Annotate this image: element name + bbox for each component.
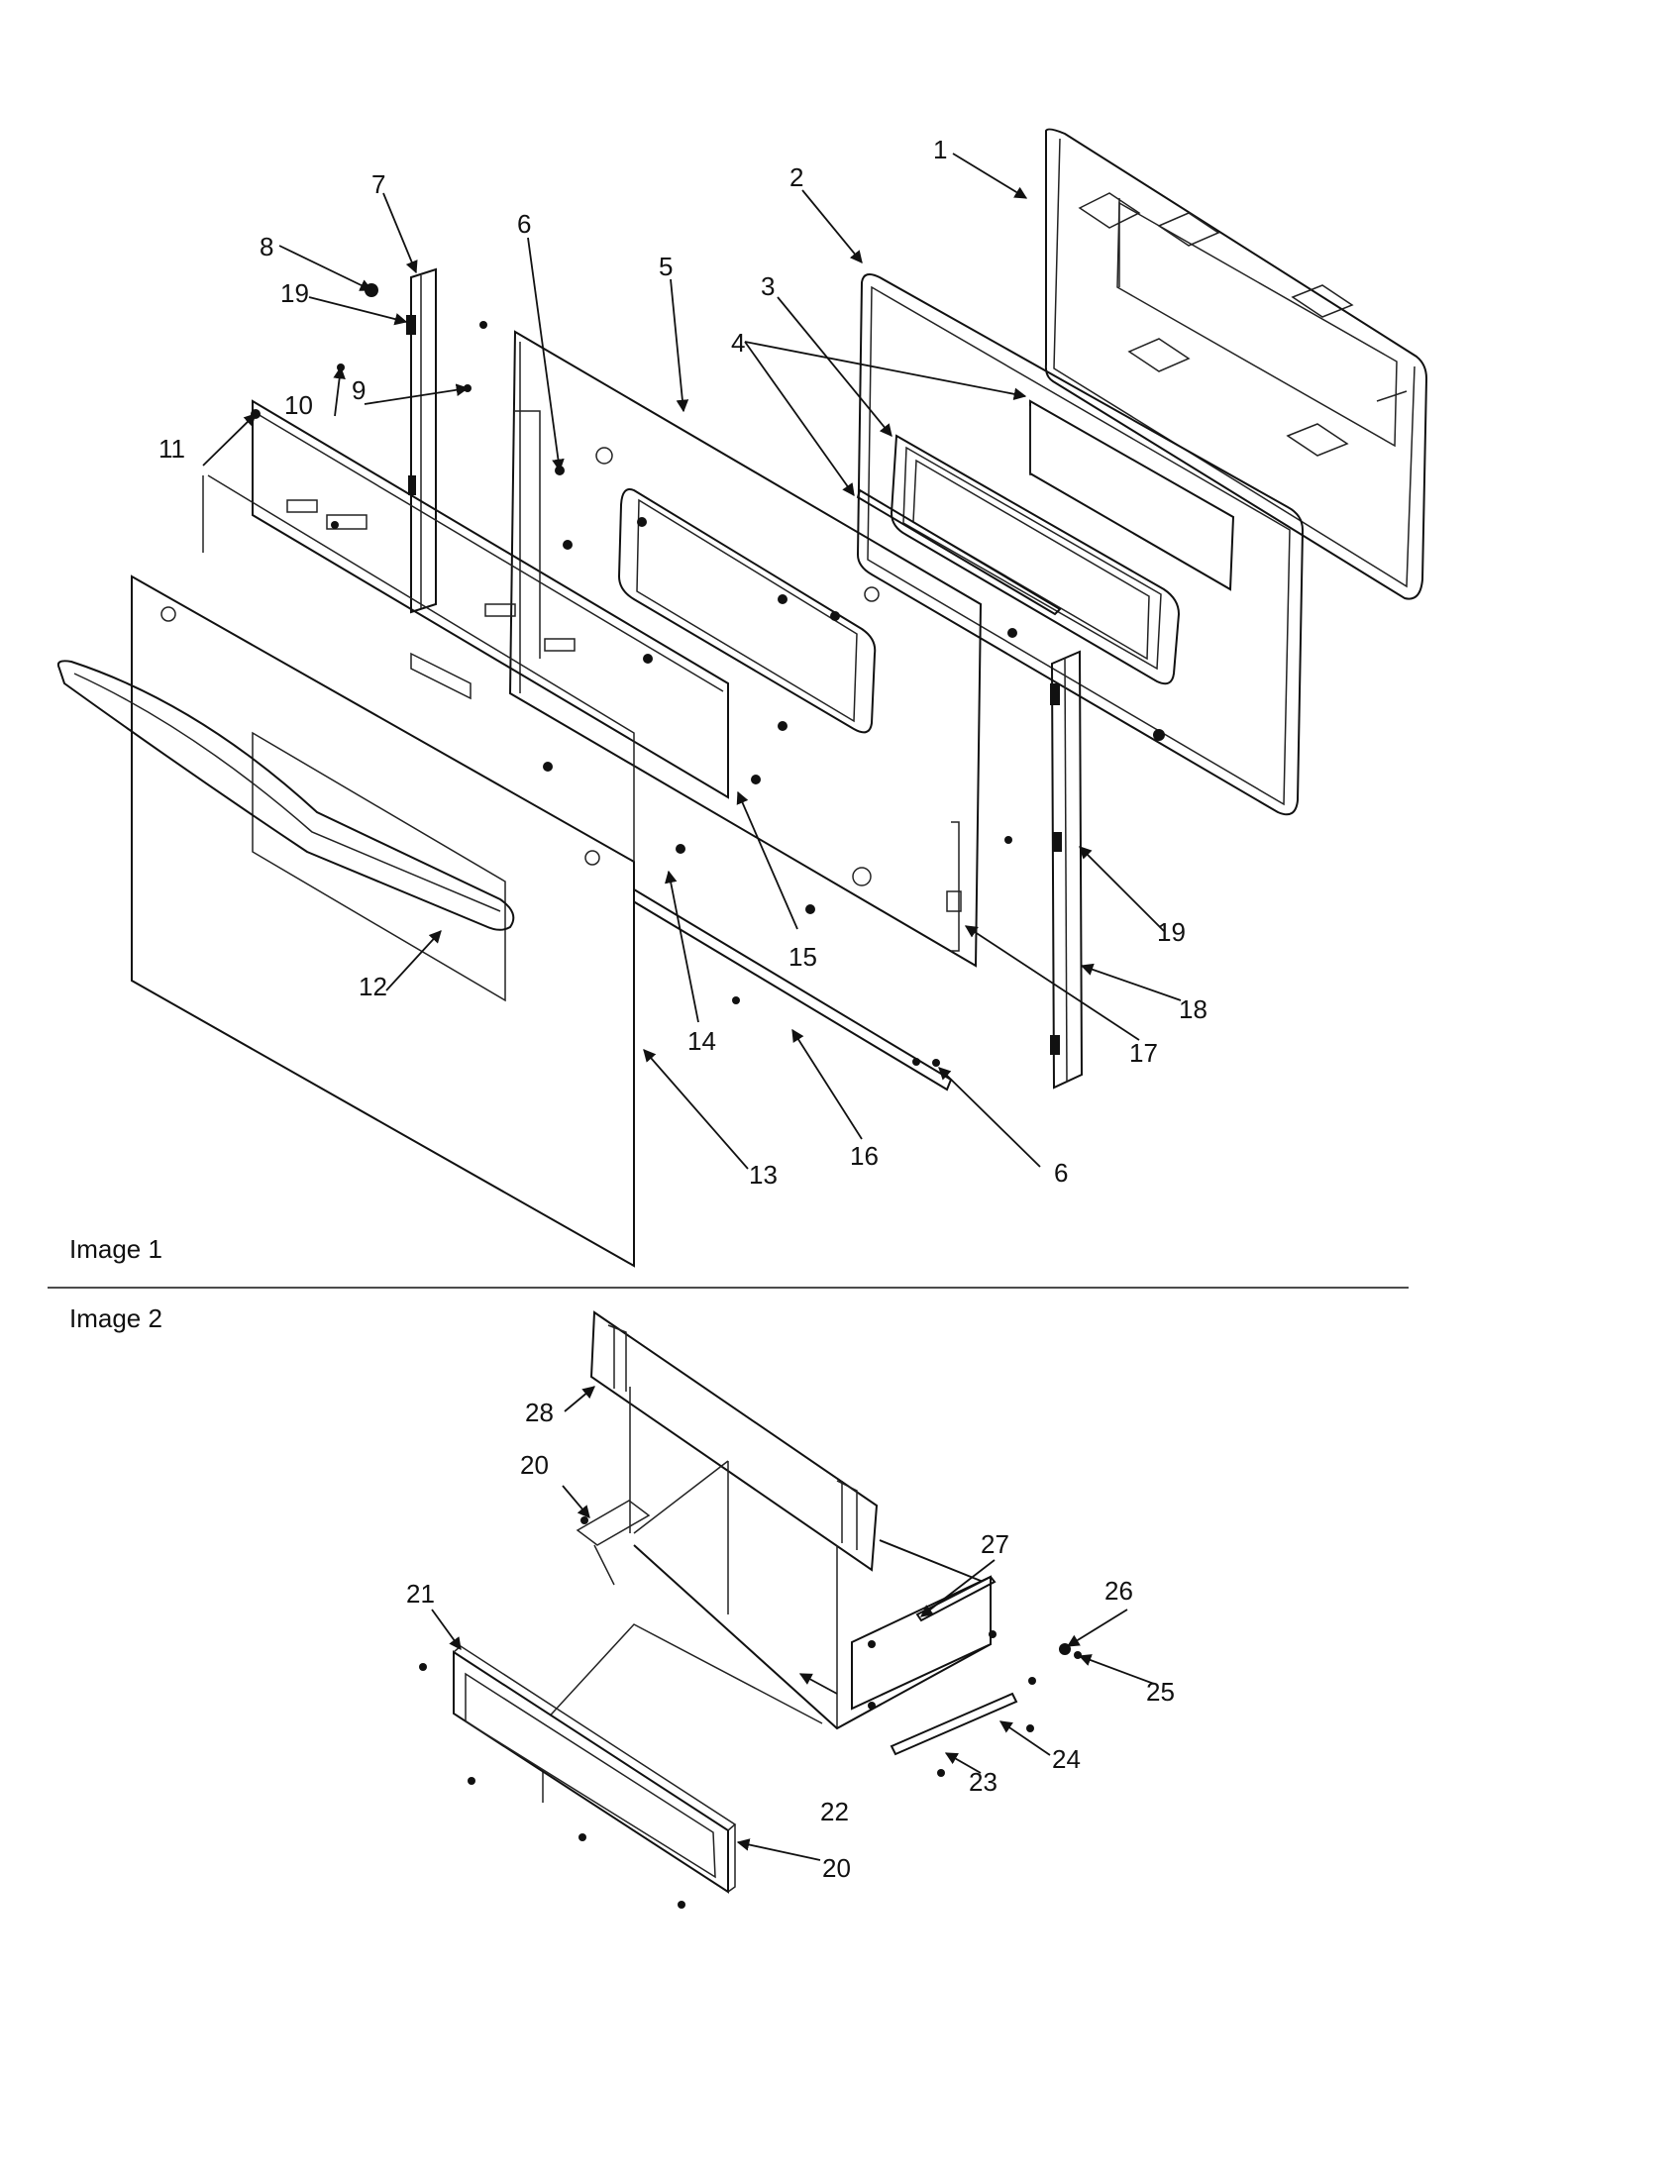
- label-part-20-top: 20: [520, 1450, 549, 1480]
- part-4-window-frame: [856, 399, 1235, 616]
- leader-lines-image2: [431, 1386, 1155, 1861]
- part-28-drawer-back: [589, 1310, 879, 1572]
- label-part-17: 17: [1129, 1038, 1158, 1068]
- part-17-latch: [946, 890, 962, 912]
- label-part-11: 11: [158, 434, 185, 464]
- leader-lines-image1: [202, 153, 1182, 1170]
- label-part-10: 10: [284, 390, 313, 420]
- part-1-inner-liner: [1044, 128, 1428, 600]
- label-part-4: 4: [731, 328, 745, 358]
- label-part-8: 8: [260, 232, 273, 261]
- label-part-20-bottom: 20: [822, 1853, 851, 1883]
- label-part-25: 25: [1146, 1677, 1175, 1707]
- label-part-3: 3: [761, 271, 775, 301]
- label-part-14: 14: [687, 1026, 716, 1056]
- label-part-15: 15: [788, 942, 817, 972]
- fasteners-image2: [419, 1516, 1082, 1909]
- part-labels-image2: 28 20 21 27 26 25 24 23 22 20: [406, 1398, 1175, 1883]
- part-24-slide: [890, 1692, 1018, 1756]
- label-part-27: 27: [981, 1529, 1009, 1559]
- image1-door-assembly: 1 2 3 4 5 6 7 8 19 10 9 11 12 14 15 19 1…: [56, 128, 1428, 1268]
- drawer-body: [542, 1387, 992, 1803]
- label-part-1: 1: [933, 135, 947, 164]
- label-part-13: 13: [749, 1160, 778, 1190]
- part-labels-image1: 1 2 3 4 5 6 7 8 19 10 9 11 12 14 15 19 1…: [158, 135, 1208, 1190]
- part-2-gasket: [856, 272, 1305, 816]
- part-3-window-pack: [890, 434, 1181, 685]
- label-part-22: 22: [820, 1797, 849, 1826]
- caption-image-1: Image 1: [69, 1234, 162, 1264]
- part-5-inner-panel: [508, 330, 983, 968]
- label-part-9: 9: [352, 375, 366, 405]
- part-18-right-hinge: [1050, 650, 1084, 1090]
- part-12-handle: [56, 660, 515, 931]
- label-part-7: 7: [371, 169, 385, 199]
- label-part-2: 2: [789, 162, 803, 192]
- part-13-outer-panel: [131, 474, 635, 1268]
- part-21-drawer-front: [453, 1645, 737, 1894]
- label-part-21: 21: [406, 1579, 435, 1609]
- label-part-23: 23: [969, 1767, 998, 1797]
- label-part-19-left: 19: [280, 278, 309, 308]
- part-15-channel: [252, 399, 729, 799]
- part-7-left-hinge: [406, 267, 437, 614]
- image2-drawer-assembly: Image 2: [69, 1303, 1175, 1909]
- label-part-18: 18: [1179, 994, 1208, 1024]
- label-part-12: 12: [359, 972, 387, 1001]
- label-part-28: 28: [525, 1398, 554, 1427]
- caption-image-2: Image 2: [69, 1303, 162, 1333]
- label-part-6-top: 6: [517, 209, 531, 239]
- label-part-24: 24: [1052, 1744, 1081, 1774]
- part-20-bracket: [576, 1500, 651, 1586]
- label-part-19-right: 19: [1157, 917, 1186, 947]
- label-part-16: 16: [850, 1141, 879, 1171]
- label-part-5: 5: [659, 252, 673, 281]
- label-part-6-bottom: 6: [1054, 1158, 1068, 1188]
- part-27-side-rail: [915, 1575, 997, 1622]
- label-part-26: 26: [1104, 1576, 1133, 1606]
